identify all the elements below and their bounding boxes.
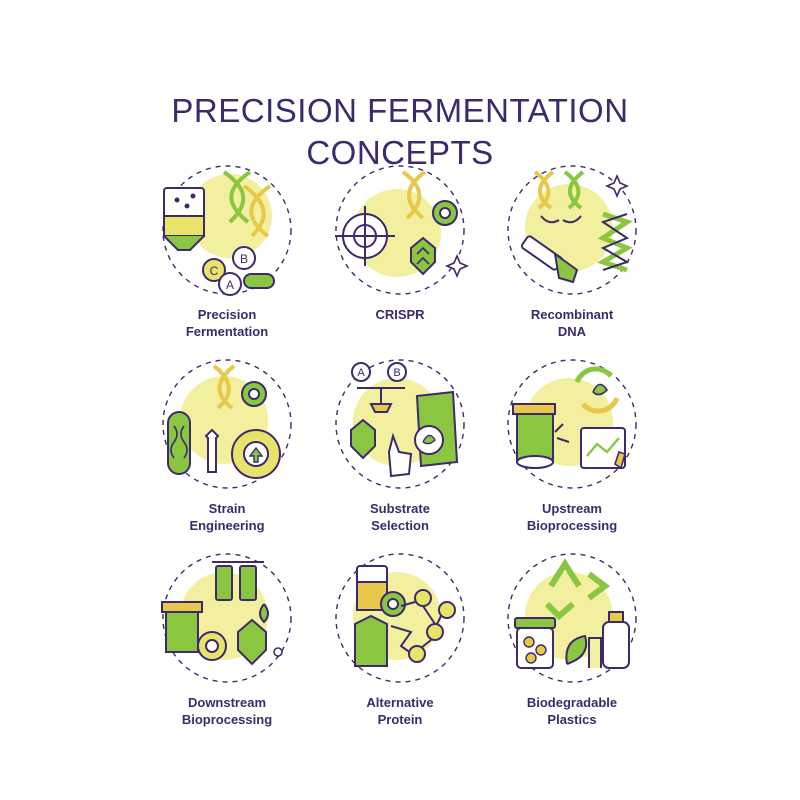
concept-biodegradable-plastics: Biodegradable Plastics: [477, 546, 667, 756]
concept-substrate-selection: A B Substrate Selection: [305, 352, 495, 562]
label-line: Recombinant: [530, 307, 614, 322]
filters-gear-hops-icon: [161, 553, 292, 683]
svg-text:A: A: [357, 367, 365, 379]
concept-alternative-protein: Alternative Protein: [305, 546, 495, 756]
title-line-2: CONCEPTS: [306, 134, 494, 172]
scale-bag-hops-hand-icon: A B: [335, 359, 465, 489]
label-line: Fermentation: [185, 324, 269, 339]
bioreactor-recycle-panel-icon: [507, 359, 637, 489]
label-line: DNA: [557, 324, 587, 339]
dna-syringe-hops-icon: [507, 165, 637, 295]
concept-label: Alternative Protein: [305, 694, 495, 728]
concept-label: CRISPR: [305, 306, 495, 323]
label-line: Substrate: [370, 501, 430, 516]
label-line: Alternative: [366, 695, 434, 710]
label-line: Protein: [377, 712, 423, 727]
concept-label: Biodegradable Plastics: [477, 694, 667, 728]
milk-carton-molecule-gear-icon: [335, 553, 465, 683]
label-line: Upstream: [542, 501, 602, 516]
concept-strain-engineering: Strain Engineering: [132, 352, 322, 562]
label-line: Downstream: [187, 695, 267, 710]
concept-recombinant-dna: Recombinant DNA: [477, 158, 667, 368]
svg-text:B: B: [393, 367, 400, 379]
concept-crispr: CRISPR: [305, 158, 495, 368]
label-line: Strain: [208, 501, 246, 516]
label-line: Plastics: [547, 712, 597, 727]
recycle-jar-bottle-leaf-icon: [507, 553, 637, 683]
label-line: Engineering: [189, 518, 265, 533]
concept-label: Substrate Selection: [305, 500, 495, 534]
concept-precision-fermentation: C B A Precision Fermentation: [132, 158, 322, 368]
concept-label: Precision Fermentation: [132, 306, 322, 340]
page-title: PRECISION FERMENTATION CONCEPTS: [0, 90, 800, 174]
label-line: Bioprocessing: [526, 518, 618, 533]
crosshair-dna-gear-hops-icon: [335, 165, 470, 295]
concept-label: Upstream Bioprocessing: [477, 500, 667, 534]
concept-label: Downstream Bioprocessing: [132, 694, 322, 728]
concept-downstream-bioprocessing: Downstream Bioprocessing: [132, 546, 322, 756]
label-line: Biodegradable: [526, 695, 618, 710]
label-line: CRISPR: [375, 307, 425, 322]
concept-label: Strain Engineering: [132, 500, 322, 534]
title-line-1: PRECISION FERMENTATION: [171, 92, 629, 130]
fermentation-tank-dna-vitamins-icon: C B A: [162, 165, 292, 296]
svg-text:C: C: [210, 264, 219, 278]
label-line: Selection: [371, 518, 429, 533]
test-tube-gear-wrench-icon: [162, 359, 292, 489]
concept-upstream-bioprocessing: Upstream Bioprocessing: [477, 352, 667, 562]
label-line: Bioprocessing: [181, 712, 273, 727]
label-line: Precision: [197, 307, 257, 322]
concept-label: Recombinant DNA: [477, 306, 667, 340]
svg-text:B: B: [240, 252, 248, 266]
svg-text:A: A: [226, 278, 234, 292]
